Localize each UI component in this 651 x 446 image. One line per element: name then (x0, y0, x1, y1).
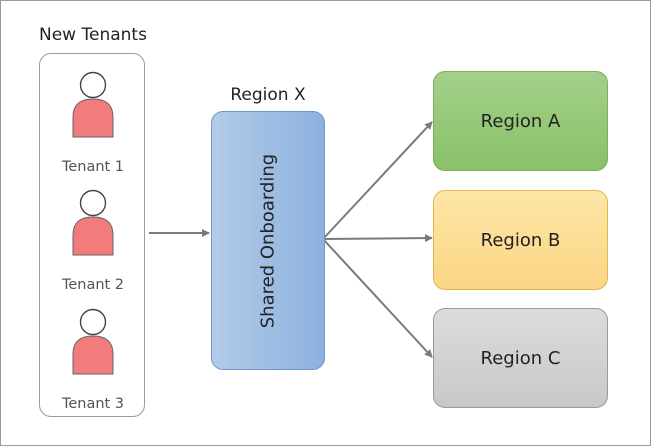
region-b-label: Region B (480, 229, 561, 251)
user-icon (72, 308, 114, 375)
user-icon (72, 189, 114, 256)
tenant-item-1: Tenant 1 (40, 71, 146, 181)
region-b-box: Region B (433, 190, 608, 290)
tenant-label: Tenant 3 (61, 396, 125, 412)
shared-onboarding-label: Shared Onboarding (257, 153, 279, 328)
arrow-onboarding-to-region-a (322, 121, 433, 240)
tenants-group-box: Tenant 1 Tenant 2 Tenant 3 (39, 53, 145, 417)
tenant-item-3: Tenant 3 (40, 308, 146, 418)
region-c-box: Region C (433, 308, 608, 408)
region-a-label: Region A (480, 110, 561, 132)
tenant-label: Tenant 1 (61, 159, 125, 175)
arrow-onboarding-to-region-c (322, 238, 433, 358)
tenant-label: Tenant 2 (61, 277, 125, 293)
user-icon (72, 71, 114, 138)
tenant-item-2: Tenant 2 (40, 189, 146, 299)
region-c-label: Region C (480, 347, 561, 369)
region-x-title: Region X (230, 85, 306, 105)
shared-onboarding-box: Shared Onboarding (211, 111, 325, 370)
new-tenants-title: New Tenants (39, 25, 147, 45)
arrow-onboarding-to-region-b (322, 234, 433, 243)
region-a-box: Region A (433, 71, 608, 171)
